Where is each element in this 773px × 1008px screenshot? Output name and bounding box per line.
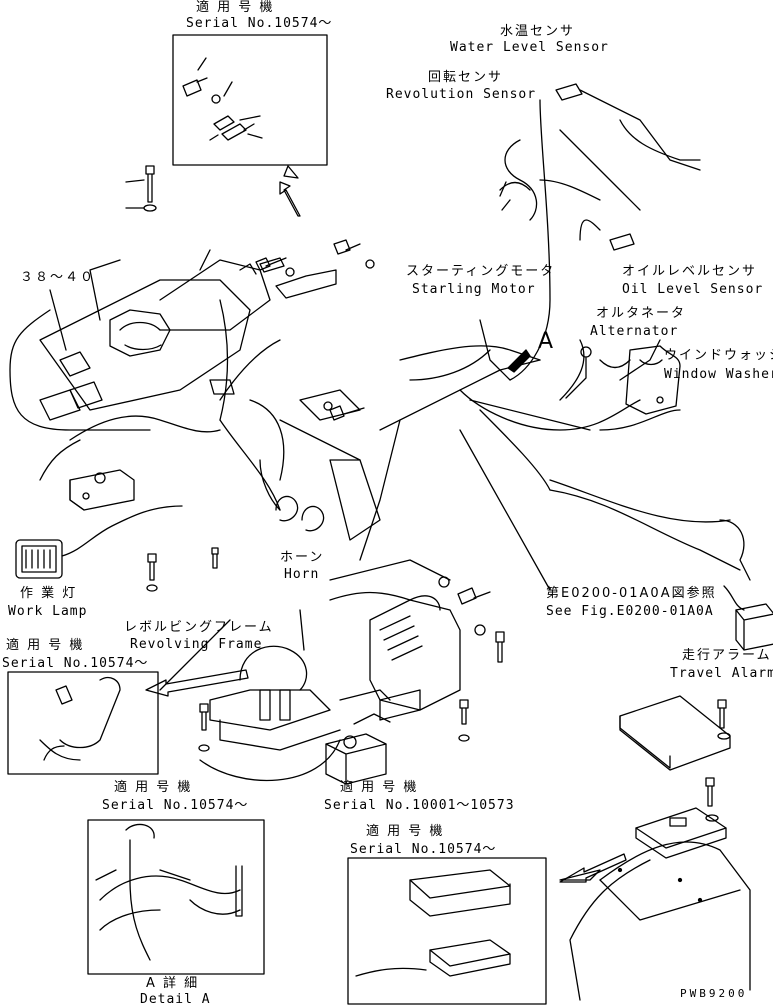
- starting-motor-jp: スターティングモータ: [406, 264, 556, 279]
- window-washer-jp: ウインドウォッシャ: [664, 348, 773, 363]
- serial-left-en: Serial No.10574～: [2, 656, 149, 671]
- revolving-frame: [199, 645, 341, 782]
- up-arrow-icon: [279, 165, 301, 217]
- range-label: ３８～４０: [20, 270, 96, 285]
- inset-box-top: [172, 34, 328, 166]
- travel-alarm-en: Travel Alarm: [670, 666, 773, 681]
- detail-a-jp: A 詳 細: [146, 976, 200, 991]
- bolt-icon: [198, 703, 210, 752]
- water-level-sensor-en: Water Level Sensor: [450, 40, 609, 55]
- harness-center: [219, 257, 381, 541]
- serial-detail-a-jp: 適 用 号 機: [114, 780, 193, 795]
- horn-icon: [275, 495, 325, 532]
- serial-detail-a-en: Serial No.10574～: [102, 798, 249, 813]
- cab-body: [559, 841, 751, 1001]
- monitor-panel: [635, 807, 727, 859]
- drawing-code: PWB9200: [680, 987, 748, 1000]
- view-a-label: A: [538, 329, 555, 354]
- see-fig-jp: 第E0200-01A0A図参照: [546, 586, 717, 601]
- serial-mid-en: Serial No.10001～10573: [324, 798, 515, 813]
- see-fig-en: See Fig.E0200-01A0A: [546, 604, 714, 619]
- alternator-connector: [565, 346, 631, 399]
- starting-motor-en: Starling Motor: [412, 282, 536, 297]
- horn-en: Horn: [284, 567, 320, 582]
- window-washer-en: Window Washer: [664, 367, 773, 382]
- horn-jp: ホーン: [280, 550, 325, 565]
- leader-lines: [159, 429, 551, 691]
- inset-box-left: [7, 671, 159, 775]
- serial-bottom-jp: 適 用 号 機: [366, 824, 445, 839]
- serial-top-en: Serial No.10574～: [186, 16, 333, 31]
- work-lamp-icon: [15, 505, 183, 579]
- oil-level-sensor-en: Oil Level Sensor: [622, 282, 764, 297]
- harness-left-assembly: [9, 249, 271, 481]
- left-arrow-icon: [145, 669, 249, 697]
- detail-a-box: [87, 819, 265, 975]
- valve-block: [325, 689, 391, 785]
- travel-alarm-icon: [723, 585, 773, 651]
- bolt-icon: [438, 576, 505, 742]
- serial-mid-jp: 適 用 号 機: [340, 780, 419, 795]
- serial-top-jp: 適 用 号 機: [196, 0, 275, 15]
- down-left-arrow-icon: [559, 853, 627, 883]
- revolution-sensor-jp: 回転センサ: [428, 70, 504, 85]
- revolving-frame-jp: レボルビングフレーム: [124, 620, 274, 635]
- alternator-en: Alternator: [590, 324, 679, 339]
- harness-right: [359, 83, 751, 581]
- work-lamp-jp: 作 業 灯: [20, 586, 78, 601]
- junction-block: [69, 469, 135, 511]
- revolution-sensor-en: Revolution Sensor: [386, 87, 537, 102]
- water-level-sensor-jp: 水温センサ: [500, 24, 576, 39]
- view-arrow-icon: [507, 349, 531, 373]
- serial-bottom-en: Serial No.10574～: [350, 842, 497, 857]
- work-lamp-en: Work Lamp: [8, 604, 88, 619]
- revolving-frame-en: Revolving Frame: [130, 637, 263, 652]
- controller-unit: [619, 695, 731, 771]
- bolt-icon: [125, 165, 157, 212]
- inset-box-bottom: [347, 857, 547, 1005]
- bolt-icon: [146, 547, 219, 592]
- alternator-jp: オルタネータ: [596, 306, 687, 321]
- detail-a-en: Detail A: [140, 992, 211, 1007]
- oil-level-sensor-jp: オイルレベルセンサ: [622, 264, 758, 279]
- bolt-icon: [705, 699, 731, 822]
- travel-alarm-jp: 走行アラーム: [682, 648, 772, 663]
- valve-assembly: [329, 559, 461, 721]
- serial-left-jp: 適 用 号 機: [6, 638, 85, 653]
- window-washer-icon: [625, 345, 681, 415]
- bolt-icon: [255, 239, 375, 421]
